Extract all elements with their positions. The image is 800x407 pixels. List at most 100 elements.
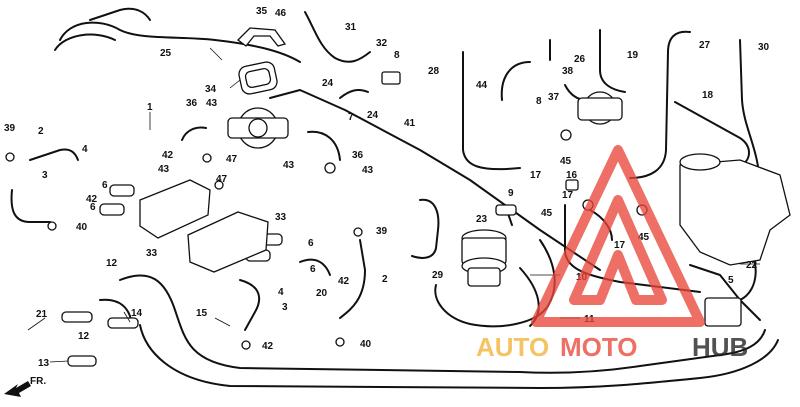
label-17: 17 (562, 190, 574, 201)
label-4: 4 (82, 144, 88, 155)
solenoid-33b (187, 211, 269, 273)
hose-44 (500, 61, 531, 101)
front-direction-indicator: FR. (4, 376, 46, 397)
bolt-39a (5, 152, 15, 162)
label-45: 45 (638, 232, 650, 243)
label-20: 20 (316, 288, 328, 299)
gasket-34-inner (244, 67, 272, 89)
hose-5 (689, 264, 761, 321)
label-3: 3 (42, 170, 48, 181)
label-33: 33 (275, 212, 287, 223)
label-1: 1 (147, 102, 153, 113)
label-35: 35 (256, 6, 268, 17)
label-39: 39 (4, 123, 16, 134)
valve-37-body (577, 97, 623, 121)
label-7: 7 (348, 112, 354, 123)
label-47: 47 (216, 174, 228, 185)
label-40: 40 (360, 339, 372, 350)
components (5, 27, 791, 350)
valve-center-cap (248, 118, 268, 138)
label-44: 44 (476, 80, 488, 91)
label-34: 34 (205, 84, 217, 95)
label-18: 18 (702, 90, 714, 101)
label-17: 17 (530, 170, 542, 181)
label-3: 3 (282, 302, 288, 313)
hose-25c (89, 7, 151, 21)
label-47: 47 (226, 154, 238, 165)
label-40: 40 (76, 222, 88, 233)
solenoid-33a (139, 179, 211, 239)
watermark-logo-icon (531, 145, 705, 327)
label-8: 8 (394, 50, 400, 61)
hose-25 (59, 21, 301, 63)
label-36: 36 (186, 98, 198, 109)
label-2: 2 (382, 274, 388, 285)
hose-27 (629, 30, 691, 179)
hose-bottom-b (139, 324, 779, 389)
label-37: 37 (548, 92, 560, 103)
label-6: 6 (308, 238, 314, 249)
label-25: 25 (160, 48, 172, 59)
label-45: 45 (560, 156, 572, 167)
hose-sleeve-14 (107, 317, 139, 329)
label-5: 5 (728, 275, 734, 286)
label-2: 2 (38, 126, 44, 137)
label-8: 8 (536, 96, 542, 107)
label-29: 29 (432, 270, 444, 281)
label-12: 12 (78, 331, 90, 342)
hose-24 (339, 89, 369, 99)
bolt-40b (47, 221, 57, 231)
label-24: 24 (367, 110, 379, 121)
label-12: 12 (106, 258, 118, 269)
hose-31 (304, 11, 371, 63)
clip-43 (324, 162, 336, 174)
label-45: 45 (541, 208, 553, 219)
label-33: 33 (146, 248, 158, 259)
front-label: FR. (30, 376, 46, 387)
label-43: 43 (158, 164, 170, 175)
tube-center (269, 89, 601, 271)
label-32: 32 (376, 38, 388, 49)
label-30: 30 (758, 42, 770, 53)
label-27: 27 (699, 40, 711, 51)
label-23: 23 (476, 214, 488, 225)
label-15: 15 (196, 308, 208, 319)
label-36: 36 (352, 150, 364, 161)
label-38: 38 (562, 66, 574, 77)
hose-sleeve-6a (109, 184, 135, 197)
canister-5 (704, 297, 742, 327)
connector-16 (565, 179, 579, 191)
bolt-42a (241, 340, 251, 350)
label-43: 43 (283, 160, 295, 171)
label-46: 46 (275, 8, 287, 19)
label-13: 13 (38, 358, 50, 369)
hose-29 (411, 198, 440, 259)
label-42: 42 (86, 194, 98, 205)
label-43: 43 (362, 165, 374, 176)
hose-4 (29, 148, 79, 161)
hose-sleeve-21 (61, 311, 93, 323)
hose-25b (54, 33, 116, 51)
watermark-text-auto: AUTO (476, 332, 549, 362)
label-14: 14 (131, 308, 143, 319)
clip-45a (560, 129, 572, 141)
connector-8 (381, 71, 401, 85)
label-4: 4 (278, 287, 284, 298)
hose-sleeve-6b (99, 203, 125, 216)
bracket-35 (237, 27, 287, 47)
hose-28 (462, 51, 521, 171)
label-17: 17 (614, 240, 626, 251)
label-22: 22 (746, 260, 758, 271)
hose-1-lower (239, 279, 261, 331)
bolt-40a (335, 337, 345, 347)
label-19: 19 (627, 50, 639, 61)
label-31: 31 (345, 22, 357, 33)
label-26: 26 (574, 54, 586, 65)
bolt-47a (202, 153, 212, 163)
hose-6 (299, 258, 331, 276)
hose-2-left (10, 189, 51, 223)
hose-36a (181, 126, 207, 141)
watermark-text-hub: HUB (692, 332, 748, 362)
hose-19 (599, 29, 626, 93)
